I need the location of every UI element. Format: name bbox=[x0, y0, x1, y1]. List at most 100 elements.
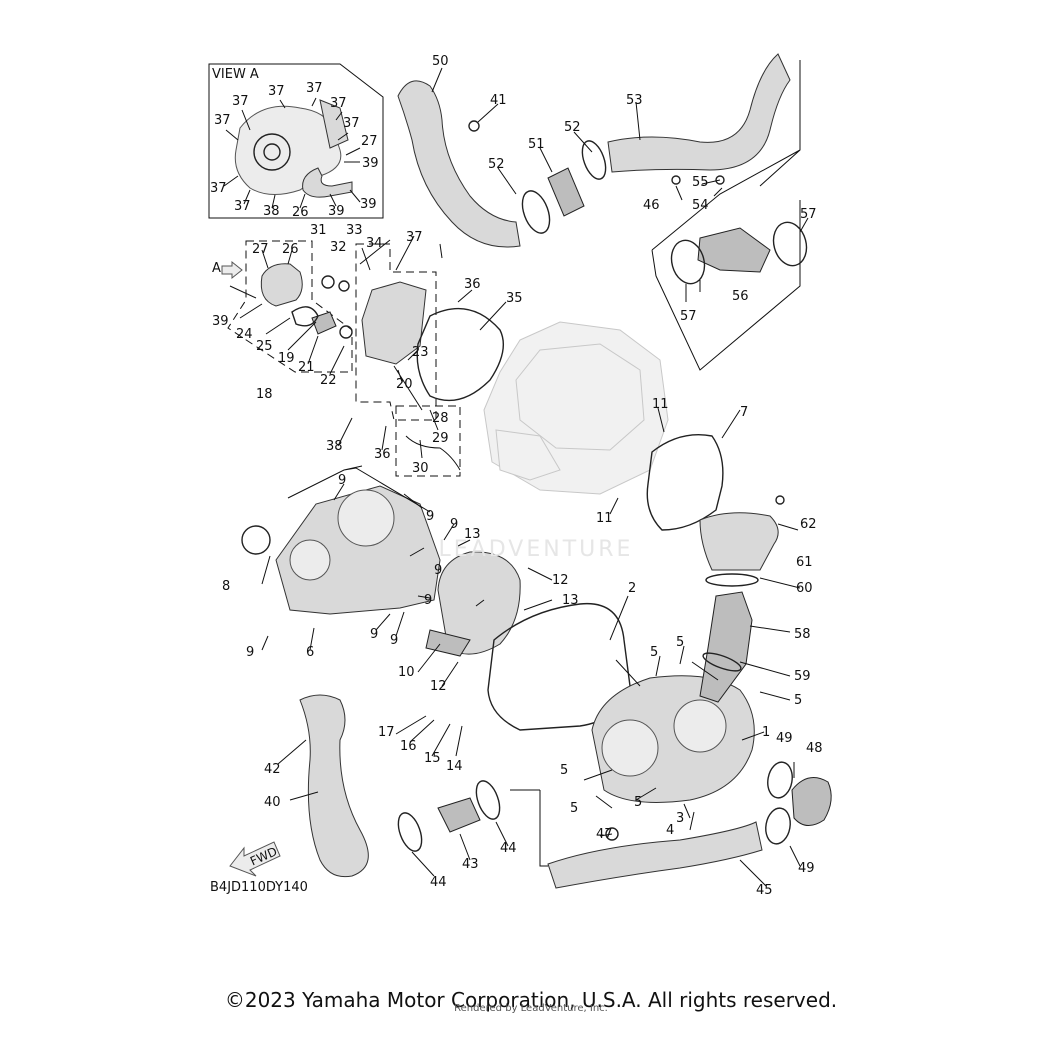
callout-20: 20 bbox=[396, 377, 413, 392]
rendered-by-notice: Rendered by LeadVenture, Inc. bbox=[454, 1003, 608, 1014]
callout-52: 52 bbox=[488, 157, 505, 172]
duct-53-illustration bbox=[607, 53, 791, 173]
callout-16: 16 bbox=[400, 739, 417, 754]
callout-11: 11 bbox=[596, 511, 613, 526]
gasket-35-illustration bbox=[416, 307, 504, 402]
crankcase-cover-illustration bbox=[361, 281, 427, 365]
callout-9: 9 bbox=[338, 473, 346, 488]
callout-36: 36 bbox=[464, 277, 481, 292]
callout-9: 9 bbox=[426, 509, 434, 524]
view-a-marker: A bbox=[212, 261, 221, 276]
callout-39: 39 bbox=[328, 204, 345, 219]
callout-37: 37 bbox=[232, 94, 249, 109]
callout-10: 10 bbox=[398, 665, 415, 680]
inner-cover-illustration bbox=[437, 551, 521, 655]
sleeve-43-illustration bbox=[437, 797, 481, 833]
duct-48-illustration bbox=[791, 777, 832, 826]
upper-ducts bbox=[397, 53, 808, 371]
sleeve-51-illustration bbox=[547, 167, 585, 217]
fwd-indicator: FWD bbox=[229, 841, 281, 877]
callout-8: 8 bbox=[222, 579, 230, 594]
callout-15: 15 bbox=[424, 751, 441, 766]
callout-4: 4 bbox=[666, 823, 674, 838]
callout-39: 39 bbox=[212, 314, 229, 329]
callout-9: 9 bbox=[450, 517, 458, 532]
callout-12: 12 bbox=[552, 573, 569, 588]
callout-47: 47 bbox=[596, 827, 613, 842]
duct-45-illustration bbox=[547, 821, 763, 889]
callout-43: 43 bbox=[462, 857, 479, 872]
callout-37: 37 bbox=[330, 96, 347, 111]
callout-14: 14 bbox=[446, 759, 463, 774]
callout-2: 2 bbox=[628, 581, 636, 596]
callout-9: 9 bbox=[370, 627, 378, 642]
diagram-code: B4JD110DY140 bbox=[210, 880, 308, 895]
callout-40: 40 bbox=[264, 795, 281, 810]
callout-59: 59 bbox=[794, 669, 811, 684]
callout-17: 17 bbox=[378, 725, 395, 740]
fwd-label: FWD bbox=[248, 844, 279, 868]
callout-9: 9 bbox=[390, 633, 398, 648]
callout-23: 23 bbox=[412, 345, 429, 360]
duct-50-illustration bbox=[397, 80, 521, 248]
callout-30: 30 bbox=[412, 461, 429, 476]
duct-58-illustration bbox=[699, 591, 753, 703]
view-a-inset: VIEW A 37 37 37 37 37 37 27 39 37 37 38 … bbox=[208, 63, 384, 220]
callout-41: 41 bbox=[490, 93, 507, 108]
callout-36: 36 bbox=[374, 447, 391, 462]
callout-34: 34 bbox=[366, 236, 383, 251]
duct-40-illustration bbox=[299, 694, 369, 878]
callout-42: 42 bbox=[264, 762, 281, 777]
callout-60: 60 bbox=[796, 581, 813, 596]
callout-44: 44 bbox=[500, 841, 517, 856]
callout-51: 51 bbox=[528, 137, 545, 152]
view-a-label: VIEW A bbox=[212, 67, 259, 82]
callout-11: 11 bbox=[652, 397, 669, 412]
callout-7: 7 bbox=[740, 405, 748, 420]
view-a-arrow-icon bbox=[221, 260, 243, 280]
callout-12: 12 bbox=[430, 679, 447, 694]
callout-5: 5 bbox=[650, 645, 658, 660]
callout-31: 31 bbox=[310, 223, 327, 238]
callout-9: 9 bbox=[424, 593, 432, 608]
callout-5: 5 bbox=[560, 763, 568, 778]
callout-5: 5 bbox=[570, 801, 578, 816]
crankcase-cover-group bbox=[355, 243, 504, 477]
cover-6-illustration bbox=[275, 485, 441, 615]
callout-38: 38 bbox=[326, 439, 343, 454]
callout-62: 62 bbox=[800, 517, 817, 532]
callout-24: 24 bbox=[236, 327, 253, 342]
callout-48: 48 bbox=[806, 741, 823, 756]
callout-27: 27 bbox=[252, 242, 269, 257]
cover-1-group bbox=[487, 495, 785, 803]
callout-13: 13 bbox=[562, 593, 579, 608]
callout-37: 37 bbox=[234, 199, 251, 214]
callout-18: 18 bbox=[256, 387, 273, 402]
fwd-arrow-icon bbox=[229, 841, 281, 877]
engine-ghost-illustration bbox=[483, 321, 669, 495]
callout-57: 57 bbox=[800, 207, 817, 222]
callout-38: 38 bbox=[263, 204, 280, 219]
duct-56-illustration bbox=[697, 227, 771, 273]
callout-5: 5 bbox=[676, 635, 684, 650]
callout-57: 57 bbox=[680, 309, 697, 324]
callout-49: 49 bbox=[776, 731, 793, 746]
callout-46: 46 bbox=[643, 198, 660, 213]
callout-39: 39 bbox=[360, 197, 377, 212]
callout-5: 5 bbox=[634, 795, 642, 810]
clutch-cover-group bbox=[241, 465, 521, 657]
callout-5: 5 bbox=[794, 693, 802, 708]
leader-lines bbox=[229, 67, 809, 887]
callout-50: 50 bbox=[432, 54, 449, 69]
callout-3: 3 bbox=[676, 811, 684, 826]
callout-1: 1 bbox=[762, 725, 770, 740]
copyright-notice: ©2023 Yamaha Motor Corporation, U.S.A. A… bbox=[224, 988, 838, 1012]
gasket-2-illustration bbox=[487, 602, 631, 731]
callout-22: 22 bbox=[320, 373, 337, 388]
watermark-text: LEADVENTURE bbox=[439, 537, 634, 562]
callout-44: 44 bbox=[430, 875, 447, 890]
lower-ducts bbox=[299, 694, 832, 889]
callout-26: 26 bbox=[282, 242, 299, 257]
callout-56: 56 bbox=[732, 289, 749, 304]
